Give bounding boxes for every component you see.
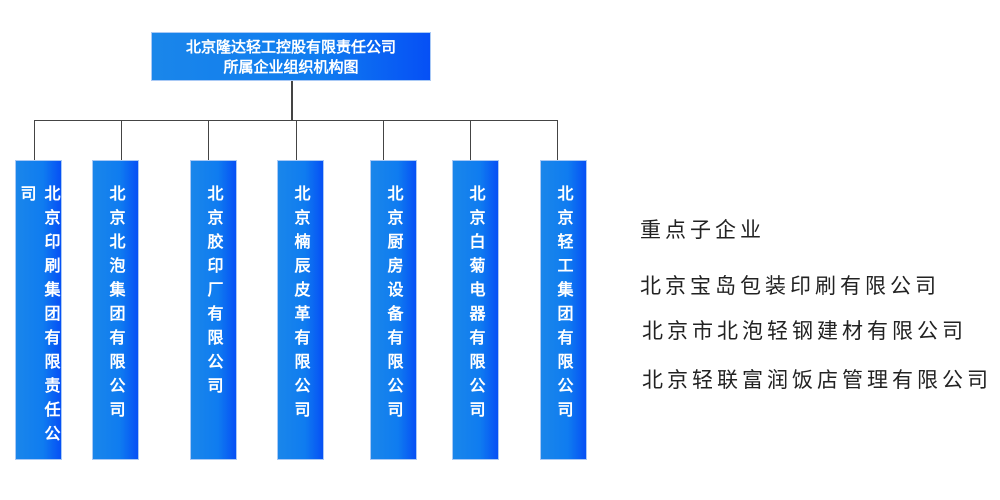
subsidiary-name: 北京轻工集团有限公司 [554,185,574,425]
connector-drop [296,120,297,160]
subsidiary-name: 北京厨房设备有限公司 [384,185,404,425]
subsidiary-name: 北京胶印厂有限公司 [204,185,224,401]
subsidiary-box: 北京白菊电器有限公司 [452,160,499,460]
key-enterprise-item: 北京市北泡轻钢建材有限公司 [642,319,967,343]
connector-drop [121,120,122,160]
key-enterprise-item: 北京宝岛包装印刷有限公司 [640,274,940,298]
subsidiary-name: 北京北泡集团有限公司 [106,185,126,425]
root-org-subtitle: 所属企业组织机构图 [223,58,359,76]
connector-drop [34,120,35,160]
root-org-title: 北京隆达轻工控股有限责任公司 [185,38,396,56]
subsidiary-box: 北京胶印厂有限公司 [190,160,237,460]
connector-drop [470,120,471,160]
key-enterprise-item: 北京轻联富润饭店管理有限公司 [642,368,992,392]
subsidiary-box: 北京北泡集团有限公司 [92,160,139,460]
subsidiary-box: 北京轻工集团有限公司 [540,160,587,460]
subsidiary-name: 北京白菊电器有限公司 [466,185,486,425]
connector-drop [383,120,384,160]
key-enterprises-title: 重点子企业 [640,218,765,242]
subsidiary-name: 北京楠辰皮革有限公司 [291,185,311,425]
connector-drop [208,120,209,160]
root-org-box: 北京隆达轻工控股有限责任公司 所属企业组织机构图 [151,32,431,81]
connector-root-vertical [291,81,293,121]
subsidiary-name: 北京印刷集团有限责任公司 [17,185,61,449]
connector-drop [557,120,558,160]
subsidiary-box: 北京楠辰皮革有限公司 [277,160,324,460]
subsidiary-box: 北京厨房设备有限公司 [370,160,417,460]
subsidiary-box: 北京印刷集团有限责任公司 [15,160,62,460]
